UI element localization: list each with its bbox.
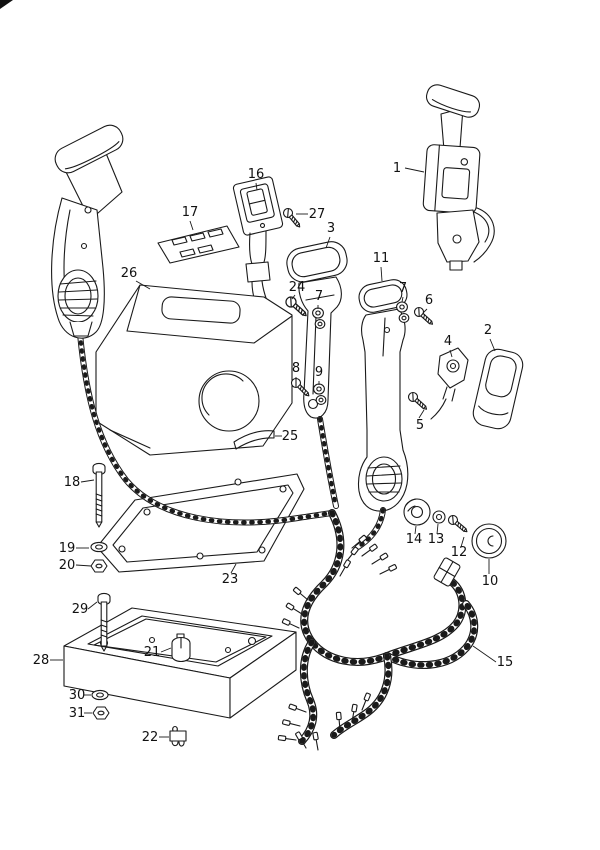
callout-6: 6 bbox=[422, 293, 433, 314]
callout-22-label: 22 bbox=[142, 730, 159, 745]
part-22-clamp bbox=[169, 725, 187, 747]
callout-14-label: 14 bbox=[406, 532, 423, 547]
callout-15-label: 15 bbox=[497, 655, 514, 670]
part-27-screw bbox=[281, 206, 304, 231]
callout-1-label: 1 bbox=[393, 161, 401, 176]
part-13-washer bbox=[432, 510, 446, 524]
part-19-washer bbox=[90, 541, 108, 553]
part-3-control-handle bbox=[286, 241, 348, 419]
callout-16-label: 16 bbox=[248, 167, 265, 182]
callout-10-label: 10 bbox=[482, 574, 499, 589]
part-14-disc bbox=[403, 498, 431, 526]
part-25-retainer-clip bbox=[233, 430, 275, 450]
callout-25: 25 bbox=[275, 429, 298, 444]
callout-18: 18 bbox=[64, 475, 95, 490]
callout-12-label: 12 bbox=[451, 545, 468, 560]
cable-handle-3 bbox=[320, 419, 336, 506]
callout-20-label: 20 bbox=[59, 558, 76, 573]
callout-7-left-label: 7 bbox=[315, 289, 323, 304]
callout-9-label: 9 bbox=[315, 365, 323, 380]
callout-30: 30 bbox=[69, 688, 91, 703]
part-30-washer bbox=[91, 689, 109, 701]
callout-8: 8 bbox=[292, 361, 300, 381]
callout-10: 10 bbox=[482, 559, 499, 589]
part-15-wire-harness bbox=[277, 513, 474, 751]
callout-13: 13 bbox=[428, 523, 445, 547]
callout-31: 31 bbox=[69, 706, 92, 721]
callout-15: 15 bbox=[472, 645, 514, 670]
callout-29: 29 bbox=[72, 601, 98, 617]
part-29-screw bbox=[97, 592, 111, 652]
callout-21: 21 bbox=[144, 645, 172, 660]
callout-13-label: 13 bbox=[428, 532, 445, 547]
callout-1: 1 bbox=[393, 161, 425, 176]
callout-labels: 1 2 3 4 5 6 7 7 8 9 10 11 12 13 14 15 16… bbox=[33, 161, 514, 745]
callout-5-label: 5 bbox=[416, 418, 424, 433]
callout-23: 23 bbox=[222, 563, 239, 587]
callout-29-label: 29 bbox=[72, 602, 89, 617]
callout-2: 2 bbox=[484, 323, 496, 352]
callout-12: 12 bbox=[451, 536, 468, 560]
callout-24-label: 24 bbox=[289, 280, 306, 295]
callout-4-label: 4 bbox=[444, 334, 452, 349]
callout-24: 24 bbox=[289, 280, 306, 300]
harness-connector-block bbox=[433, 557, 461, 587]
callout-3: 3 bbox=[325, 221, 335, 249]
callout-14: 14 bbox=[406, 525, 423, 547]
part-12-screw bbox=[446, 513, 471, 536]
callout-17-label: 17 bbox=[182, 205, 199, 220]
part-26-housing-cover bbox=[95, 284, 293, 456]
callout-30-label: 30 bbox=[69, 688, 86, 703]
callout-31-label: 31 bbox=[69, 706, 86, 721]
part-4-contact-piece bbox=[430, 347, 469, 420]
callout-5: 5 bbox=[416, 409, 425, 433]
callout-26-label: 26 bbox=[121, 266, 138, 281]
callout-16: 16 bbox=[248, 167, 265, 191]
part-16-switch-panel bbox=[232, 176, 284, 283]
callout-19-label: 19 bbox=[59, 541, 76, 556]
callout-9: 9 bbox=[315, 365, 323, 385]
callout-8-label: 8 bbox=[292, 361, 300, 376]
callout-4: 4 bbox=[444, 334, 453, 358]
part-11-control-handle bbox=[357, 279, 409, 512]
part-28-mount-box bbox=[63, 607, 297, 719]
part-1-remote-control-unit bbox=[422, 84, 495, 271]
callout-11: 11 bbox=[373, 251, 390, 282]
callout-7-left: 7 bbox=[315, 289, 323, 309]
callout-21-label: 21 bbox=[144, 645, 161, 660]
callout-25-label: 25 bbox=[282, 429, 299, 444]
part-5-screw bbox=[406, 390, 431, 414]
left-control-lever bbox=[51, 124, 124, 339]
part-21-lock-pin bbox=[171, 633, 191, 663]
callout-11-label: 11 bbox=[373, 251, 390, 266]
callout-28: 28 bbox=[33, 653, 63, 668]
callout-19: 19 bbox=[59, 541, 89, 556]
callout-17: 17 bbox=[182, 205, 199, 231]
callout-23-label: 23 bbox=[222, 572, 239, 587]
callout-7-right: 7 bbox=[399, 281, 407, 303]
callout-26: 26 bbox=[121, 266, 151, 290]
callout-27-label: 27 bbox=[309, 207, 326, 222]
part-18-screw bbox=[92, 462, 106, 528]
part-31-nut bbox=[92, 706, 110, 720]
callout-20: 20 bbox=[59, 558, 92, 573]
part-2-cover bbox=[472, 348, 524, 430]
callout-18-label: 18 bbox=[64, 475, 81, 490]
callout-7-right-label: 7 bbox=[399, 281, 407, 296]
callout-6-label: 6 bbox=[425, 293, 433, 308]
part-6-screw bbox=[412, 305, 437, 329]
part-10-cap bbox=[471, 523, 507, 559]
part-17-bracket-plate bbox=[157, 225, 240, 264]
callout-3-label: 3 bbox=[327, 221, 335, 236]
part-20-nut bbox=[90, 559, 108, 573]
callout-2-label: 2 bbox=[484, 323, 492, 338]
callout-27: 27 bbox=[296, 207, 325, 222]
page-corner-mark bbox=[0, 0, 13, 9]
callout-28-label: 28 bbox=[33, 653, 50, 668]
callout-22: 22 bbox=[142, 730, 169, 745]
